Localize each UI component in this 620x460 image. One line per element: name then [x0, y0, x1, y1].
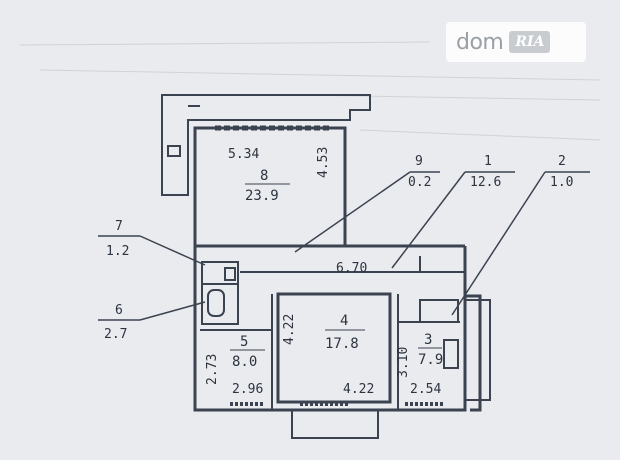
svg-text:9: 9 [415, 154, 423, 169]
dim-room4-bottom: 4.22 [343, 382, 374, 397]
svg-text:7: 7 [115, 219, 123, 234]
dim-room5-height: 2.73 [205, 354, 220, 385]
room-7-label: 7 1.2 [106, 219, 129, 259]
svg-text:17.8: 17.8 [325, 336, 359, 352]
leader-lines [98, 171, 590, 321]
dim-room3-height: 3.10 [396, 347, 411, 378]
watermark-brand: dom [456, 29, 504, 55]
dim-corridor-length: 6.70 [336, 261, 367, 276]
svg-text:3: 3 [424, 332, 432, 348]
svg-text:2: 2 [558, 154, 566, 169]
room-5-label: 5 8.0 [230, 334, 265, 370]
svg-text:6: 6 [115, 303, 123, 318]
svg-text:12.6: 12.6 [470, 175, 501, 190]
dim-room3-width: 2.54 [410, 382, 441, 397]
room-3-label: 3 7.9 [418, 332, 443, 368]
svg-text:2.7: 2.7 [104, 327, 127, 342]
room-1-label: 1 12.6 [470, 154, 501, 190]
dom-ria-watermark: dom RIA [446, 22, 586, 62]
watermark-badge: RIA [509, 31, 551, 53]
svg-text:1: 1 [484, 154, 492, 169]
svg-text:5: 5 [240, 334, 248, 350]
dim-room4-left: 4.22 [282, 314, 297, 345]
dim-room8-width: 5.34 [228, 147, 259, 162]
room-9-label: 9 0.2 [408, 154, 431, 190]
svg-text:8: 8 [260, 168, 268, 184]
dim-room8-height: 4.53 [316, 147, 331, 178]
svg-text:0.2: 0.2 [408, 175, 431, 190]
room-8-label: 8 23.9 [245, 168, 290, 204]
room-6-label: 6 2.7 [104, 303, 127, 342]
room-4-label: 4 17.8 [325, 313, 365, 352]
svg-text:7.9: 7.9 [418, 352, 443, 368]
room-2-label: 2 1.0 [550, 154, 573, 190]
svg-text:1.0: 1.0 [550, 175, 573, 190]
dim-room5-width: 2.96 [232, 382, 263, 397]
svg-text:1.2: 1.2 [106, 244, 129, 259]
svg-text:4: 4 [340, 313, 348, 329]
svg-text:23.9: 23.9 [245, 188, 279, 204]
svg-text:8.0: 8.0 [232, 354, 257, 370]
